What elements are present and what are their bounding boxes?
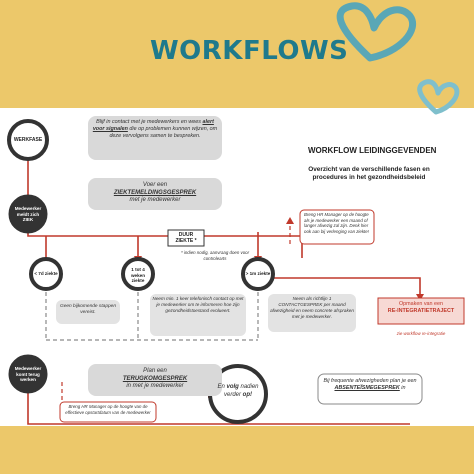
werkfase-label: WERKFASE (13, 137, 43, 143)
reintegration-link[interactable]: zie workflow re-integratie (396, 331, 446, 336)
lt7-label: < 7d ziekte (34, 271, 58, 276)
gt1m-node (241, 257, 275, 291)
absence-text: Bij frequente afwezigheden plan je een A… (323, 378, 417, 391)
back-node (8, 354, 48, 394)
gt1m-label: > 1m ziekte (245, 271, 271, 276)
ziek-node (8, 194, 48, 234)
ziek-note-box (88, 178, 222, 210)
duur-box (167, 229, 205, 247)
back-note-box (88, 364, 222, 396)
page-title: WORKFLOWS (150, 36, 349, 66)
w1to4-note-box (150, 294, 246, 336)
panel-heading: WORKFLOW LEIDINGGEVENDEN (308, 146, 437, 155)
werkfase-note: Blijf in contact met je medewerkers en w… (92, 119, 218, 139)
werkfase-note-box (88, 116, 222, 160)
large-heart-icon (336, 2, 416, 62)
reintegration-box (377, 297, 465, 325)
gt1m-note-box (268, 294, 356, 332)
gt1m-note: Neem als richtlijn 1 CONTACTGESPREK per … (270, 296, 354, 319)
bottom-banner (0, 426, 474, 474)
w1to4-label: 1 tot 4 weken ziekte (130, 267, 146, 283)
duur-footnote: * indien nodig, aanvraag doen voor contr… (180, 250, 250, 261)
hr-note: Breng HR Manager op de hoogte als je med… (304, 212, 369, 234)
ziek-label: Medewerker meldt zich ZIEK (14, 206, 42, 222)
hr-note-box (299, 209, 375, 245)
panel-subtitle: Overzicht van de verschillende fasen en … (308, 166, 430, 182)
top-banner (0, 0, 474, 108)
lt7-note: Geen bijkomende stappen vereist. (59, 304, 116, 316)
absence-box (317, 373, 423, 405)
back-hr-note: Breng HR Manager op de hoogte van de eff… (65, 404, 151, 415)
followup-text: En volg nadien verder op! (217, 384, 259, 398)
duur-label: DUUR ZIEKTE * (175, 232, 197, 244)
w1to4-node (121, 257, 155, 291)
lt7-note-box (56, 300, 120, 324)
w1to4-note: Neem min. 1 keer telefonisch contact op … (152, 296, 244, 313)
small-heart-icon (417, 79, 460, 115)
werkfase-node (7, 119, 49, 161)
back-label: Medewerker komt terug werken (14, 366, 42, 382)
lt7-node (29, 257, 63, 291)
back-hr-note-box (59, 401, 157, 423)
